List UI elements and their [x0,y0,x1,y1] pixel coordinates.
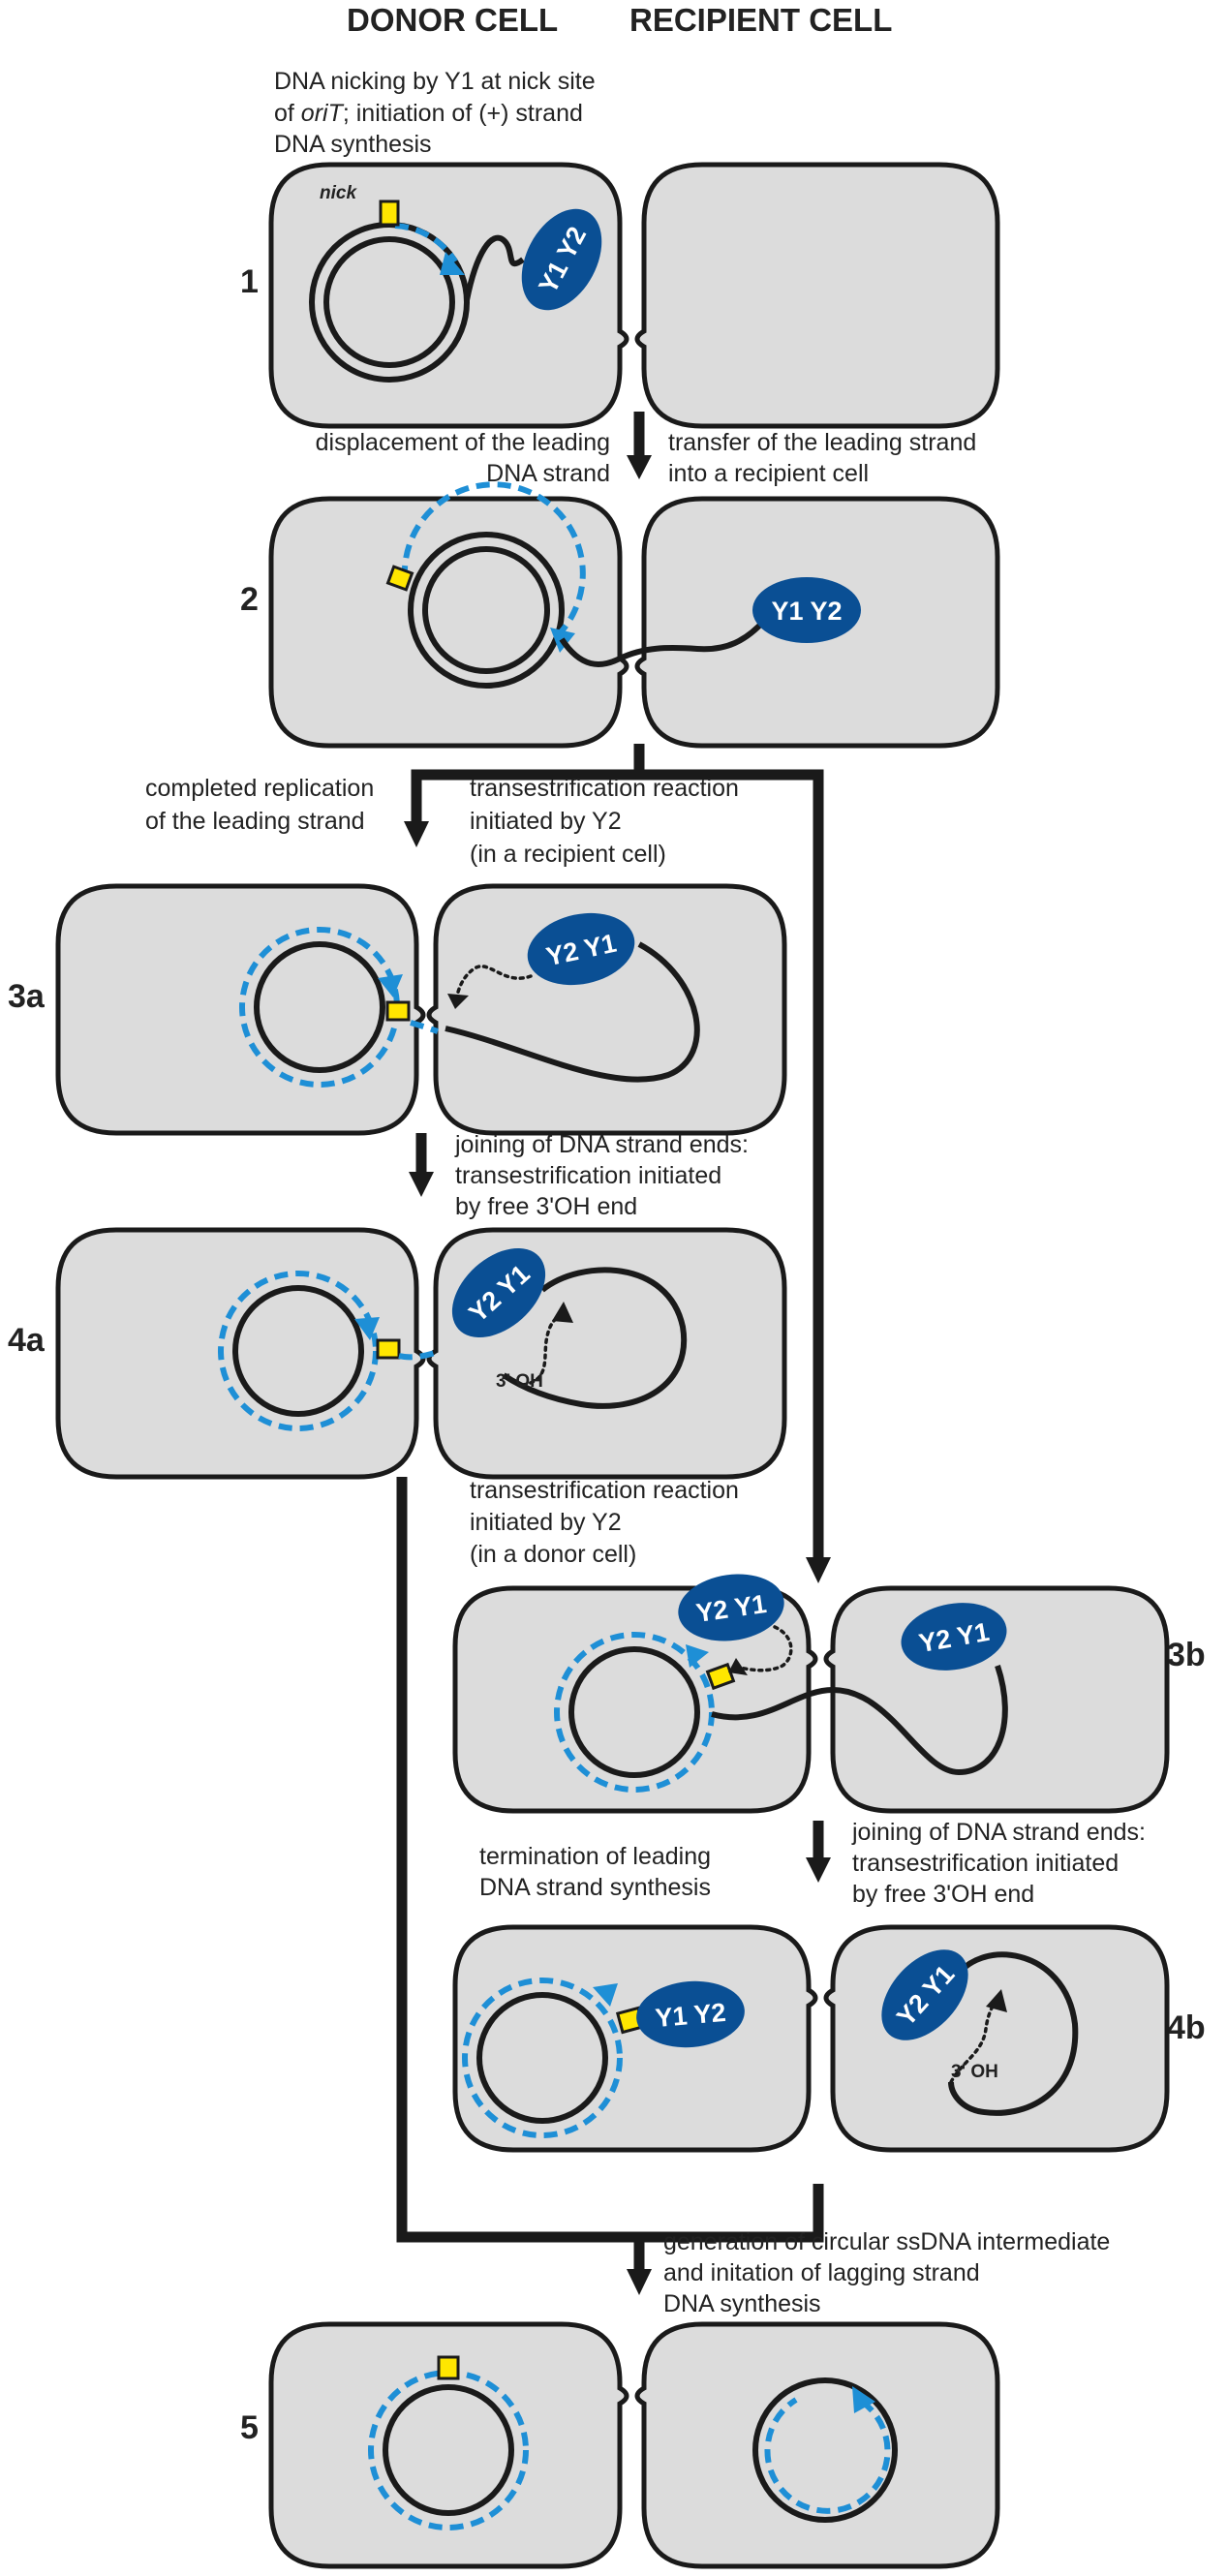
step-number-2: 2 [240,581,259,618]
recipient-cell [426,883,787,1136]
nick-site-marker [385,1000,411,1022]
caption-step4b-left-line1: termination of leading [479,1843,711,1870]
donor-cell-header: DONOR CELL [347,2,558,38]
new-dna-strand [462,1978,623,2138]
caption-step3b-line1: transestrification reaction [470,1477,739,1504]
donor-cell [55,1227,426,1480]
synthesis-arrowhead [852,2386,875,2413]
new-dna-strand [401,481,586,636]
nick-site-marker [385,565,414,592]
transferred-strand [711,1665,1008,1776]
synthesis-arrowhead [593,1983,618,2007]
plasmid [408,532,565,689]
synthesis-arrowhead [354,1317,380,1340]
svg-text:Y1 Y2: Y1 Y2 [654,1998,726,2033]
relaxase-protein: Y1 Y2 [521,208,602,311]
caption-step1-line3: DNA synthesis [274,131,432,158]
plasmid [568,1646,700,1778]
relaxase-protein: Y1 Y2 [636,1980,745,2048]
caption-step4b-right-line2: transestrification initiated [852,1850,1119,1877]
caption-step3a-right-line2: initiated by Y2 [470,808,622,835]
step-4b: 4b Y1 Y2 3' OH Y2 Y1 [452,1924,1206,2153]
circular-ssdna [752,2377,898,2523]
caption-step5-line3: DNA synthesis [663,2290,821,2317]
caption-step4b-right-line1: joining of DNA strand ends: [851,1819,1146,1846]
caption-step3a-right-line1: transestrification reaction [470,775,739,802]
relaxase-protein: Y1 Y2 [752,577,861,643]
donor-cell [452,1585,818,1814]
step-number-3a: 3a [8,978,46,1015]
synthesis-arrowhead [686,1644,709,1668]
branch-connector [404,744,831,1583]
recipient-strand [948,1951,1079,2116]
recipient-cell [634,2321,1000,2569]
displaced-strand [464,234,525,301]
relaxase-protein: Y2 Y1 [451,1247,546,1338]
caption-step4b-right-line3: by free 3'OH end [852,1881,1034,1908]
step-number-1: 1 [240,263,259,300]
donor-cell [268,2321,629,2569]
caption-step2-right-line1: transfer of the leading strand [668,429,976,456]
relaxase-protein-recipient: Y2 Y1 [901,1603,1007,1671]
caption-step5-line1: generation of circular ssDNA intermediat… [663,2228,1110,2255]
caption-step3a-left-line1: completed replication [145,775,374,802]
transferred-strand [445,941,700,1083]
caption-step1-line1: DNA nicking by Y1 at nick site [274,68,596,95]
new-dna-strand [394,223,458,263]
plasmid [254,941,385,1073]
donor-cell [268,496,629,749]
nick-label: nick [320,183,357,203]
step-number-4b: 4b [1167,2009,1206,2046]
svg-text:Y1 Y2: Y1 Y2 [771,597,842,626]
caption-step2-right-line2: into a recipient cell [668,460,869,487]
caption-step3a-right-line3: (in a recipient cell) [470,841,666,868]
caption-step1-line2: of oriT; initiation of (+) strand [274,100,583,127]
step-number-5: 5 [240,2409,259,2446]
step-4a: 4a 3' OH Y2 Y1 [8,1227,787,1480]
caption-step4a-line1: joining of DNA strand ends: [454,1131,749,1158]
oh-label: 3' OH [951,2062,998,2082]
donor-cell [452,1924,818,2153]
new-dna-strand [218,1271,379,1431]
branch-connector-bottom [396,1477,824,2243]
transferred-strand [559,617,768,667]
caption-step3b-line3: (in a donor cell) [470,1541,636,1568]
synthesis-arrowhead [378,974,403,997]
caption-step4b-left-line2: DNA strand synthesis [479,1874,711,1901]
synthesis-arrowhead [440,252,465,275]
step-3a: 3a Y2 Y1 [8,883,787,1136]
caption-step4a-line3: by free 3'OH end [455,1193,637,1220]
recipient-strand [502,1267,688,1409]
step-3b: 3b Y2 Y1 Y2 Y1 [452,1574,1206,1814]
step-1: DNA nicking by Y1 at nick site of oriT; … [240,68,1000,429]
relaxase-protein-donor: Y2 Y1 [678,1574,784,1641]
caption-step2-left-line1: displacement of the leading [316,429,610,456]
caption-step3b-line2: initiated by Y2 [470,1509,622,1536]
caption-step5-line2: and initation of lagging strand [663,2259,980,2286]
plasmid [476,1992,608,2124]
plasmid [383,2384,514,2516]
recipient-cell [823,1924,1170,2153]
nick-site-marker [379,199,400,227]
caption-step3a-left-line2: of the leading strand [145,808,365,835]
step-number-4a: 4a [8,1322,46,1359]
attack-path [738,1625,793,1672]
nick-site-marker [437,2355,460,2380]
recipient-cell-header: RECIPIENT CELL [629,2,892,38]
step-5: 5 [240,2321,1000,2569]
lagging-strand-synthesis [764,2397,891,2514]
caption-step4a-line2: transestrification initiated [455,1162,721,1189]
step-number-3b: 3b [1167,1637,1206,1673]
nick-site-marker [376,1338,401,1360]
new-dna-strand [554,1632,715,1793]
recipient-cell [634,162,1000,429]
step-2: 2 Y1 Y2 [240,481,1000,749]
relaxase-protein: Y2 Y1 [527,912,635,986]
plasmid [232,1285,364,1417]
oh-label: 3' OH [496,1371,543,1392]
